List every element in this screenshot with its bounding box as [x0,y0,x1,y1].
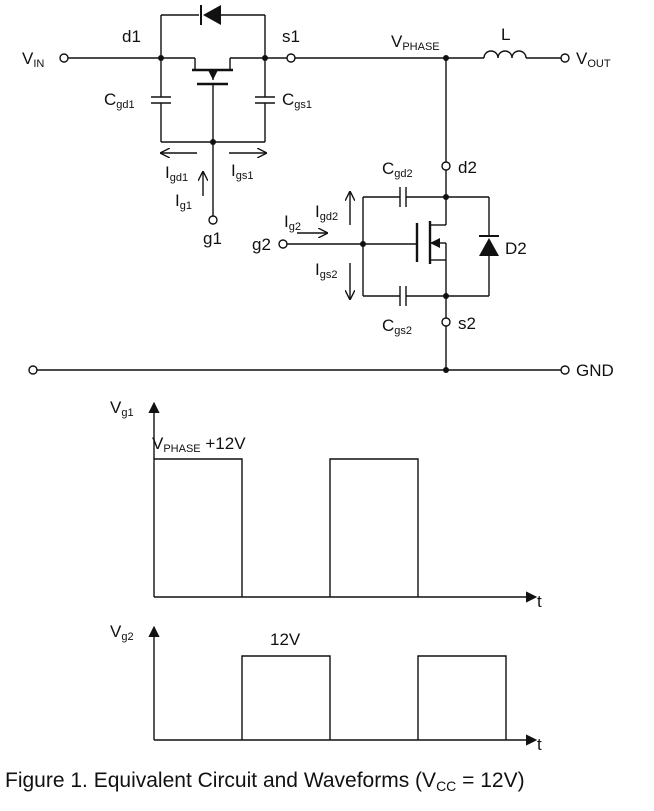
high-side-mosfet [161,57,265,142]
g2-terminal [278,239,288,249]
inductor-l [483,50,527,59]
igs2-label: Igs2 [315,260,337,281]
vg1-axis-label: Vg1 [110,398,134,419]
igd2-label: Igd2 [315,202,338,223]
vg2-axis-label: Vg2 [110,622,134,643]
vg2-t-label: t [537,735,542,754]
vout-label: VOUT [576,49,611,70]
cgd2-label: Cgd2 [382,159,413,180]
vout-terminal [560,53,570,63]
g1-terminal [208,215,218,225]
vphase-label: VPHASE [391,32,440,53]
inductor-label: L [501,25,510,44]
vg2-pulse-1 [241,655,331,740]
d2-label: d2 [458,158,477,177]
cgs2-capacitor [363,286,446,306]
s1-terminal [286,53,296,63]
s2-terminal [441,317,451,327]
waveform-vg1: Vg1 t VPHASE +12V [110,398,542,611]
d2-terminal [441,161,451,171]
igs1-label: Igs1 [231,161,253,182]
d1-label: d1 [122,27,141,46]
circuit: VIN d1 [22,5,614,380]
g1-label: g1 [203,229,222,248]
cgd2-capacitor [363,187,446,207]
s1-junction [262,55,268,61]
igd1-label: Igd1 [165,163,188,184]
cgs1-capacitor [255,58,275,142]
gnd-terminal [560,365,570,375]
gnd-left-terminal [28,365,38,375]
low-side-body-diode [446,196,499,297]
ig2-label: Ig2 [284,212,301,233]
cgd1-capacitor [151,58,171,142]
vin-terminal [59,53,69,63]
vg2-pulse-2 [417,655,507,740]
high-side-body-diode [160,5,266,58]
vg2-level-label: 12V [270,630,301,649]
cgs2-label: Cgs2 [382,316,412,337]
figure-caption: Figure 1. Equivalent Circuit and Wavefor… [5,769,525,794]
vg1-t-label: t [537,592,542,611]
s1-label: s1 [282,27,300,46]
waveform-vg2: Vg2 t 12V [110,622,542,754]
s2-label: s2 [458,314,476,333]
gnd-label: GND [576,361,614,380]
ig1-label: Ig1 [175,191,192,212]
vg1-pulse-1 [154,458,243,597]
cgd1-label: Cgd1 [104,90,135,111]
vin-label: VIN [22,49,44,70]
g2-label: g2 [252,235,271,254]
cgs1-label: Cgs1 [282,90,312,111]
vg1-pulse-2 [329,458,419,597]
low-side-mosfet [363,197,447,296]
vg1-level-label: VPHASE +12V [152,434,246,455]
d2-diode-label: D2 [505,239,527,258]
